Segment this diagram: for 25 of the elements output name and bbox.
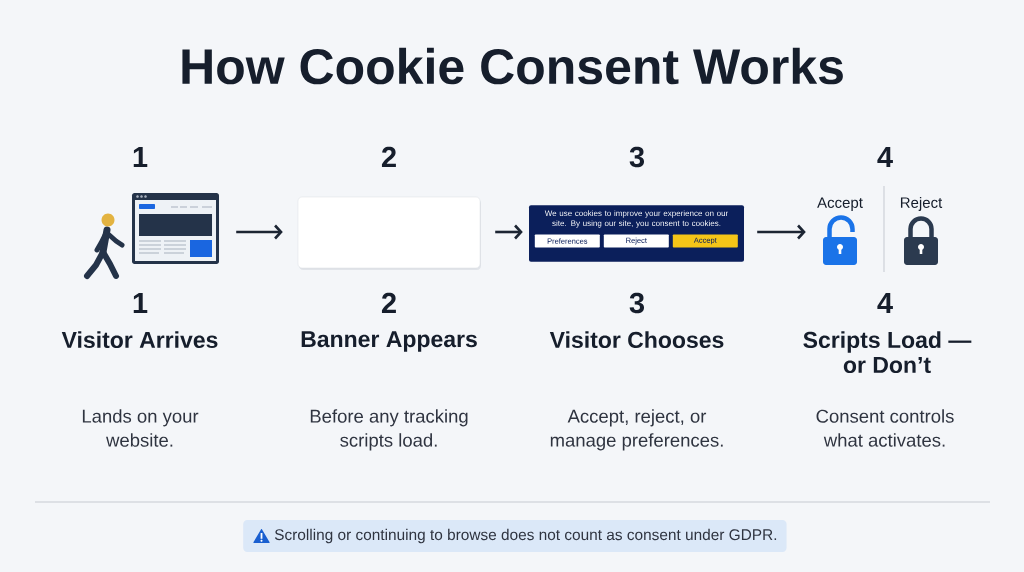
- unlocked-padlock-icon: [823, 215, 857, 265]
- step-heading: Visitor Chooses: [549, 331, 724, 349]
- title: How Cookie Consent Works: [182, 47, 843, 85]
- step-number: 3: [629, 292, 645, 314]
- arrow: [757, 224, 806, 240]
- arrow: [495, 224, 523, 240]
- step-number: 4: [877, 293, 893, 313]
- visitor-illustration: [84, 193, 219, 279]
- step-heading: Visitor Arrives: [61, 331, 218, 349]
- step-description: Before any tracking scripts load.: [310, 409, 468, 451]
- step-description: Consent controls what activates.: [816, 409, 954, 447]
- step-number: 4: [877, 147, 893, 167]
- notice-bar: Scrolling or continuing to browse does not count as consent under GDPR.: [243, 520, 787, 552]
- step-description: Lands on your website.: [82, 409, 199, 447]
- arrow: [236, 224, 283, 240]
- step-description: Accept, reject, or manage preferences.: [550, 409, 723, 451]
- padlock-caption: Accept: [817, 197, 863, 211]
- step-heading: Banner Appears: [301, 331, 477, 352]
- step-number: 3: [629, 146, 645, 168]
- step-number: 1: [133, 293, 148, 313]
- padlock-caption: Reject: [900, 196, 943, 211]
- step-number: 2: [381, 146, 396, 168]
- padlock-icon: [904, 216, 938, 265]
- step-heading: Scripts Load — or Don’t: [803, 331, 972, 374]
- blank-card: [297, 196, 481, 270]
